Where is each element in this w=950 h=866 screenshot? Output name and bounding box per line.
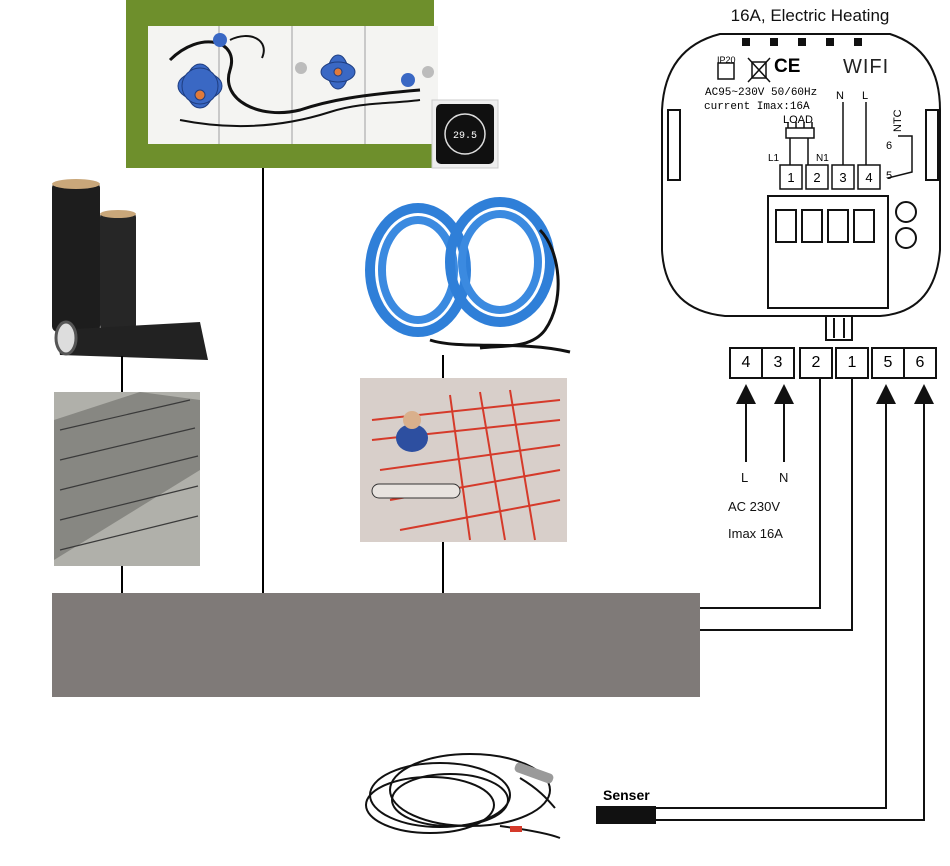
heating-film-rolls-image	[52, 179, 208, 360]
terminal-6: 6	[915, 354, 925, 371]
diagram-title: 16A, Electric Heating	[730, 6, 890, 25]
device-terminal: 1	[787, 170, 795, 185]
flower-mid	[320, 54, 356, 90]
n1-label: N1	[816, 153, 829, 164]
weee-bin-icon	[747, 57, 771, 83]
current-rating: current Imax:16A	[704, 101, 810, 113]
terminal-5: 5	[883, 354, 893, 371]
square-icon	[717, 62, 735, 80]
sensor-label: Senser	[603, 787, 650, 803]
ntc-pin-5: 5	[886, 170, 893, 182]
flower-large	[177, 63, 223, 109]
thermostat-image	[431, 99, 499, 169]
l-label: L	[862, 90, 869, 102]
device-terminal: 3	[839, 170, 847, 185]
supply-voltage: AC 230V	[728, 499, 781, 514]
terminal-4: 4	[741, 354, 751, 371]
terminal-3: 3	[773, 354, 783, 371]
heating-film-floor-image	[54, 392, 200, 566]
power-busbar	[52, 593, 700, 697]
l1-label: L1	[768, 153, 780, 164]
load-label: LOAD	[783, 114, 813, 126]
supply-l-label: L	[741, 470, 749, 485]
terminal-1: 1	[847, 354, 857, 371]
ip-rating-label: IP20	[717, 55, 736, 65]
flower-small	[213, 33, 434, 87]
n-label: N	[836, 90, 844, 102]
ntc-pin-6: 6	[886, 140, 893, 152]
terminal-2: 2	[811, 354, 821, 371]
ce-mark: CE	[774, 56, 801, 77]
supply-n-label: N	[779, 470, 789, 485]
voltage-rating: AC95~230V 50/60Hz	[705, 87, 818, 99]
wifi-label: WIFI	[843, 56, 890, 78]
heating-cable-floor-image	[360, 378, 567, 542]
temperature-sensor-image	[365, 753, 656, 839]
device-terminal: 4	[865, 170, 873, 185]
heating-panel-image	[126, 0, 438, 168]
device-terminal: 2	[813, 170, 821, 185]
supply-current: Imax 16A	[728, 526, 783, 541]
thermostat-back-outline	[661, 33, 941, 341]
ntc-label: NTC	[892, 109, 904, 132]
thermostat-display: 29.5	[453, 131, 477, 142]
heating-cable-rolls-image	[365, 197, 571, 354]
